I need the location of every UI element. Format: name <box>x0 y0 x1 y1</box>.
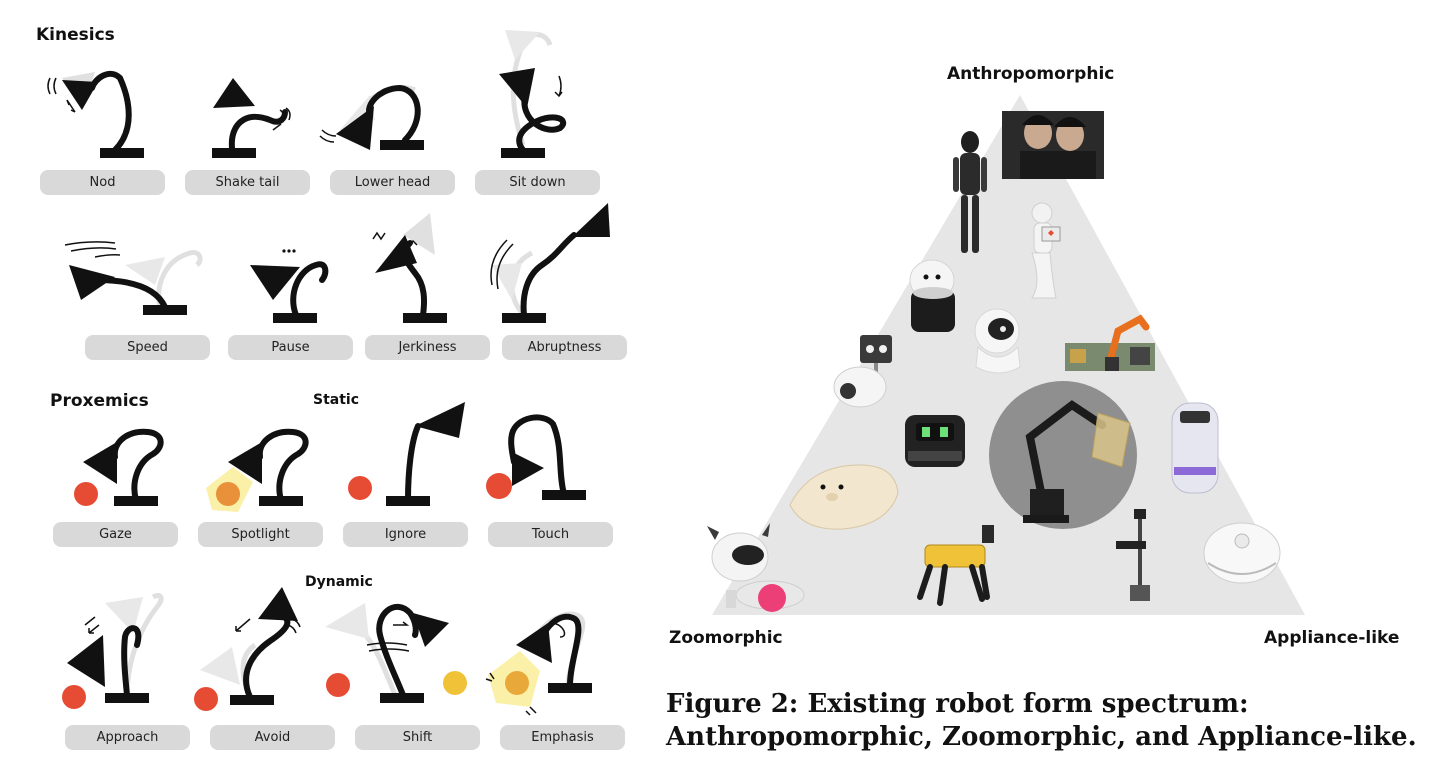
kinesics-label-speed: Speed <box>85 335 210 360</box>
zoomorphic-label: Zoomorphic <box>669 628 783 648</box>
industrial-arm-icon <box>1065 314 1155 371</box>
lamp-shift-icon <box>325 603 467 703</box>
lamp-approach-icon <box>62 593 164 709</box>
proxemics-tile-touch: Touch <box>486 412 613 547</box>
kinesics-tile-pause: Pause <box>228 225 353 360</box>
humanoid-robot-icon <box>953 131 987 253</box>
kinesics-tile-abruptness: Abruptness <box>490 203 627 360</box>
kinesics-label-lower-head: Lower head <box>330 170 455 195</box>
proxemics-title: Proxemics <box>50 391 149 411</box>
lamp-jerkiness-icon <box>372 213 447 323</box>
lamp-emphasis-icon <box>485 611 592 716</box>
proxemics-tile-emphasis: Emphasis <box>485 611 625 750</box>
seal-robot-icon <box>789 464 899 530</box>
lamp-spotlight-icon <box>206 428 309 512</box>
proxemics-label-gaze: Gaze <box>53 522 178 547</box>
kinesics-tile-jerkiness: Jerkiness <box>365 213 490 360</box>
kinesics-label-abruptness: Abruptness <box>502 335 627 360</box>
android-twins-photo <box>1002 111 1104 179</box>
lamp-arm-robot-icon <box>989 381 1137 529</box>
lamp-sit-down-icon <box>499 30 567 158</box>
proxemics-tile-gaze: Gaze <box>53 412 178 547</box>
figure-caption: Figure 2: Existing robot form spectrum: … <box>666 689 1417 752</box>
proxemics-label-emphasis: Emphasis <box>500 725 625 750</box>
cylinder-robot-icon <box>909 259 955 332</box>
camera-stand-icon <box>1116 509 1150 601</box>
vector-robot-icon <box>905 415 965 467</box>
lamp-speed-icon <box>64 241 203 315</box>
kinesics-label-jerkiness: Jerkiness <box>365 335 490 360</box>
vacuum-robot-icon <box>1203 522 1281 584</box>
dog-robot-icon <box>707 523 805 612</box>
lamp-lower-head-icon <box>319 84 424 150</box>
proxemics-tile-approach: Approach <box>62 593 190 750</box>
lamp-shake-tail-icon <box>212 78 291 158</box>
proxemics-tile-ignore: Ignore <box>343 402 468 547</box>
pepper-robot-icon <box>1031 202 1061 299</box>
kinesics-label-pause: Pause <box>228 335 353 360</box>
quadruped-robot-icon <box>917 525 994 606</box>
lamp-ignore-icon <box>348 402 465 506</box>
lamp-abruptness-icon <box>490 203 610 323</box>
proxemics-label-shift: Shift <box>355 725 480 750</box>
kinesics-label-shake-tail: Shake tail <box>185 170 310 195</box>
kinesics-tile-shake-tail: Shake tail <box>185 60 310 195</box>
anthropomorphic-label: Anthropomorphic <box>947 64 1115 84</box>
proxemics-label-avoid: Avoid <box>210 725 335 750</box>
kinesics-label-sit-down: Sit down <box>475 170 600 195</box>
lamp-touch-icon <box>486 414 586 500</box>
static-title: Static <box>313 392 360 408</box>
lamp-gaze-icon <box>74 428 164 506</box>
proxemics-label-ignore: Ignore <box>343 522 468 547</box>
proxemics-label-approach: Approach <box>65 725 190 750</box>
proxemics-tile-spotlight: Spotlight <box>198 412 323 547</box>
kinesics-tile-lower-head: Lower head <box>319 60 455 195</box>
kinesics-label-nod: Nod <box>40 170 165 195</box>
kinesics-tile-sit-down: Sit down <box>475 30 600 195</box>
proxemics-label-touch: Touch <box>488 522 613 547</box>
appliance-like-label: Appliance-like <box>1264 628 1400 648</box>
proxemics-tile-avoid: Avoid <box>194 587 335 750</box>
proxemics-tile-shift: Shift <box>325 603 480 750</box>
lamp-pause-icon <box>250 249 329 323</box>
kinesics-title: Kinesics <box>36 25 115 45</box>
kinesics-tile-nod: Nod <box>40 60 165 195</box>
robot-form-pyramid <box>707 95 1305 615</box>
proxemics-label-spotlight: Spotlight <box>198 522 323 547</box>
lamp-nod-icon <box>47 70 144 158</box>
screen-robot-icon <box>833 335 892 408</box>
lamp-avoid-icon <box>194 587 301 711</box>
jibo-robot-icon <box>974 308 1021 374</box>
kinesics-tile-speed: Speed <box>64 225 210 360</box>
delivery-robot-icon <box>1171 402 1219 494</box>
dynamic-title: Dynamic <box>305 574 373 590</box>
